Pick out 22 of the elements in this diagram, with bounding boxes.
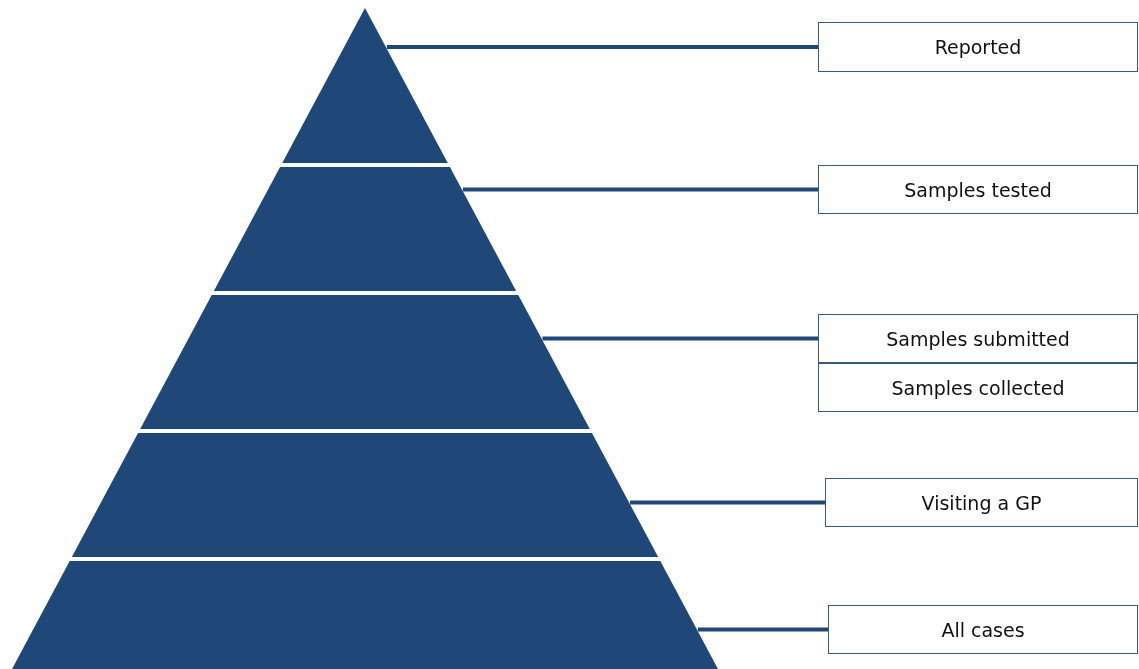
stage-label: Visiting a GP <box>921 491 1042 514</box>
label-box <box>828 605 1138 654</box>
pyramid-layer <box>213 167 517 291</box>
label-box <box>818 314 1138 363</box>
label-box <box>818 363 1138 412</box>
connector-line <box>630 500 825 505</box>
stage-label: Samples collected <box>891 376 1065 399</box>
pyramid-layer <box>71 433 659 557</box>
stage-label: All cases <box>941 618 1025 641</box>
connector-line <box>542 336 818 341</box>
pyramid-layer <box>12 561 718 669</box>
label-box <box>818 22 1138 72</box>
pyramid-layer <box>282 8 448 163</box>
connector-line <box>386 45 818 49</box>
stage-label: Samples submitted <box>886 327 1070 350</box>
stage-label: Reported <box>934 36 1022 58</box>
pyramid-layer <box>140 295 590 429</box>
label-box <box>818 165 1138 214</box>
label-box <box>825 478 1138 527</box>
stage-label: Samples tested <box>904 178 1052 201</box>
connector-line <box>462 187 818 192</box>
connector-line <box>697 627 828 632</box>
